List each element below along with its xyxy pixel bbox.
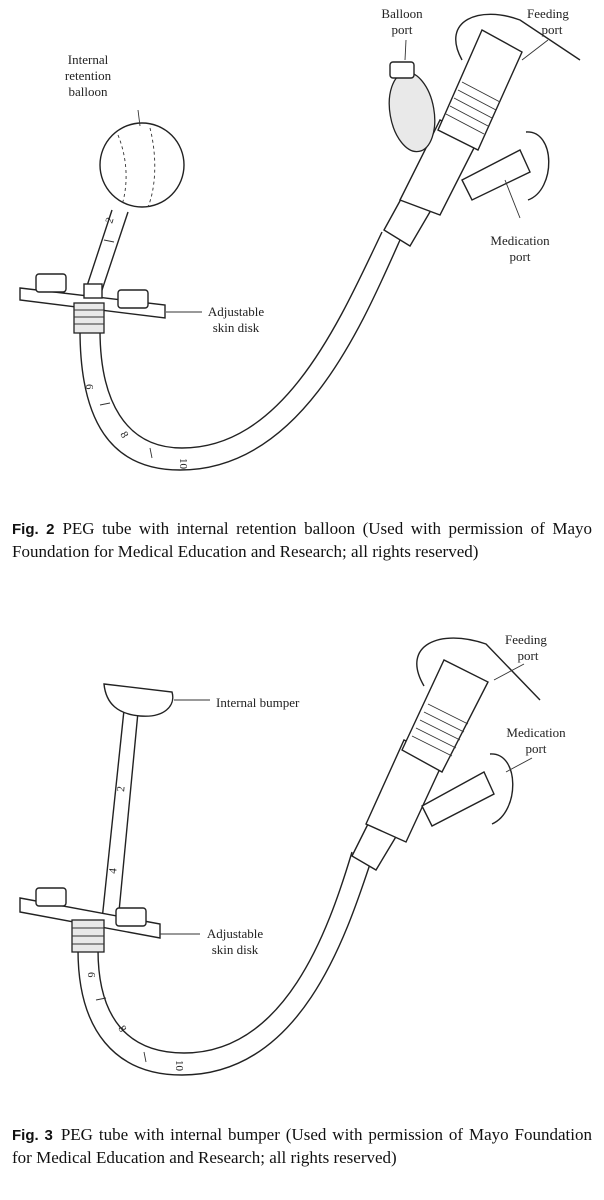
tick-label: 8 bbox=[117, 430, 130, 441]
label-balloon-port: Balloon bbox=[381, 6, 423, 21]
label-internal-balloon: Internal bbox=[68, 52, 109, 67]
medication-port bbox=[421, 771, 495, 827]
figure-number: Fig. 2 bbox=[12, 521, 55, 538]
label-balloon-port: port bbox=[392, 22, 413, 37]
label-internal-balloon: retention bbox=[65, 68, 112, 83]
internal-retention-balloon bbox=[99, 122, 185, 208]
label-internal-bumper: Internal bumper bbox=[216, 695, 300, 710]
tick-label: 2 bbox=[115, 786, 128, 793]
label-medication-port: port bbox=[510, 249, 531, 264]
tick-label: 10 bbox=[177, 458, 189, 470]
tick-label: 10 bbox=[173, 1060, 185, 1072]
feeding-port bbox=[416, 637, 541, 701]
adjustable-skin-disk bbox=[19, 897, 161, 939]
medication-port bbox=[461, 149, 531, 201]
label-medication-port: port bbox=[526, 741, 547, 756]
label-medication-port: Medication bbox=[490, 233, 550, 248]
feeding-port bbox=[455, 13, 581, 61]
tick-label: 6 bbox=[85, 972, 97, 978]
label-skin-disk: skin disk bbox=[212, 942, 259, 957]
label-feeding-port: port bbox=[542, 22, 563, 37]
tick-label: 8 bbox=[115, 1024, 128, 1035]
label-internal-balloon: balloon bbox=[69, 84, 108, 99]
caption-text: PEG tube with internal bumper (Used with… bbox=[12, 1125, 592, 1167]
tick-label: 2 bbox=[103, 216, 116, 225]
label-feeding-port: Feeding bbox=[505, 632, 547, 647]
peg-tube-balloon-drawing: 2 6 8 10 Balloon port Feeding port Inter… bbox=[19, 6, 581, 471]
figure-number: Fig. 3 bbox=[12, 1127, 53, 1144]
tick-label: 4 bbox=[107, 867, 120, 874]
figure-2-illustration: 2 6 8 10 Balloon port Feeding port Inter… bbox=[0, 0, 604, 500]
label-medication-port: Medication bbox=[506, 725, 566, 740]
label-skin-disk: Adjustable bbox=[208, 304, 265, 319]
label-feeding-port: port bbox=[518, 648, 539, 663]
figure-3-illustration: 2 4 6 8 10 Feeding port Internal bumper … bbox=[0, 620, 604, 1120]
tick-label: 6 bbox=[83, 384, 95, 390]
label-skin-disk: skin disk bbox=[213, 320, 260, 335]
label-skin-disk: Adjustable bbox=[207, 926, 264, 941]
caption-text: PEG tube with internal retention balloon… bbox=[12, 519, 593, 561]
peg-tube-bumper-drawing: 2 4 6 8 10 Feeding port Internal bumper … bbox=[19, 632, 566, 1076]
internal-bumper bbox=[103, 683, 174, 717]
label-feeding-port: Feeding bbox=[527, 6, 569, 21]
